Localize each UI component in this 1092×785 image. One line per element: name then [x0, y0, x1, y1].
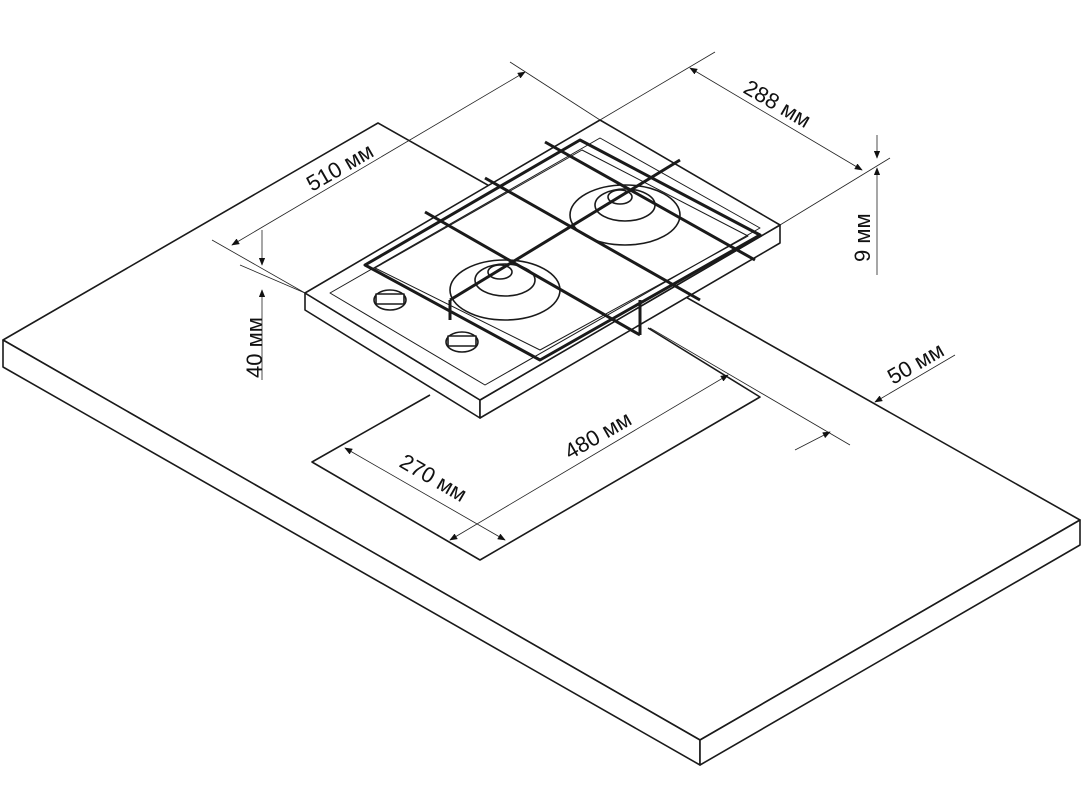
knob-2 — [445, 331, 479, 353]
dimension-lines — [211, 51, 956, 541]
burner-rear — [569, 184, 681, 246]
edge-distance-label: 50 мм — [883, 337, 948, 389]
knob-1 — [373, 289, 407, 311]
cutout — [311, 327, 761, 561]
glass-thickness-label: 9 мм — [850, 213, 875, 262]
height-label: 40 мм — [242, 317, 267, 378]
burner-front — [449, 259, 561, 321]
